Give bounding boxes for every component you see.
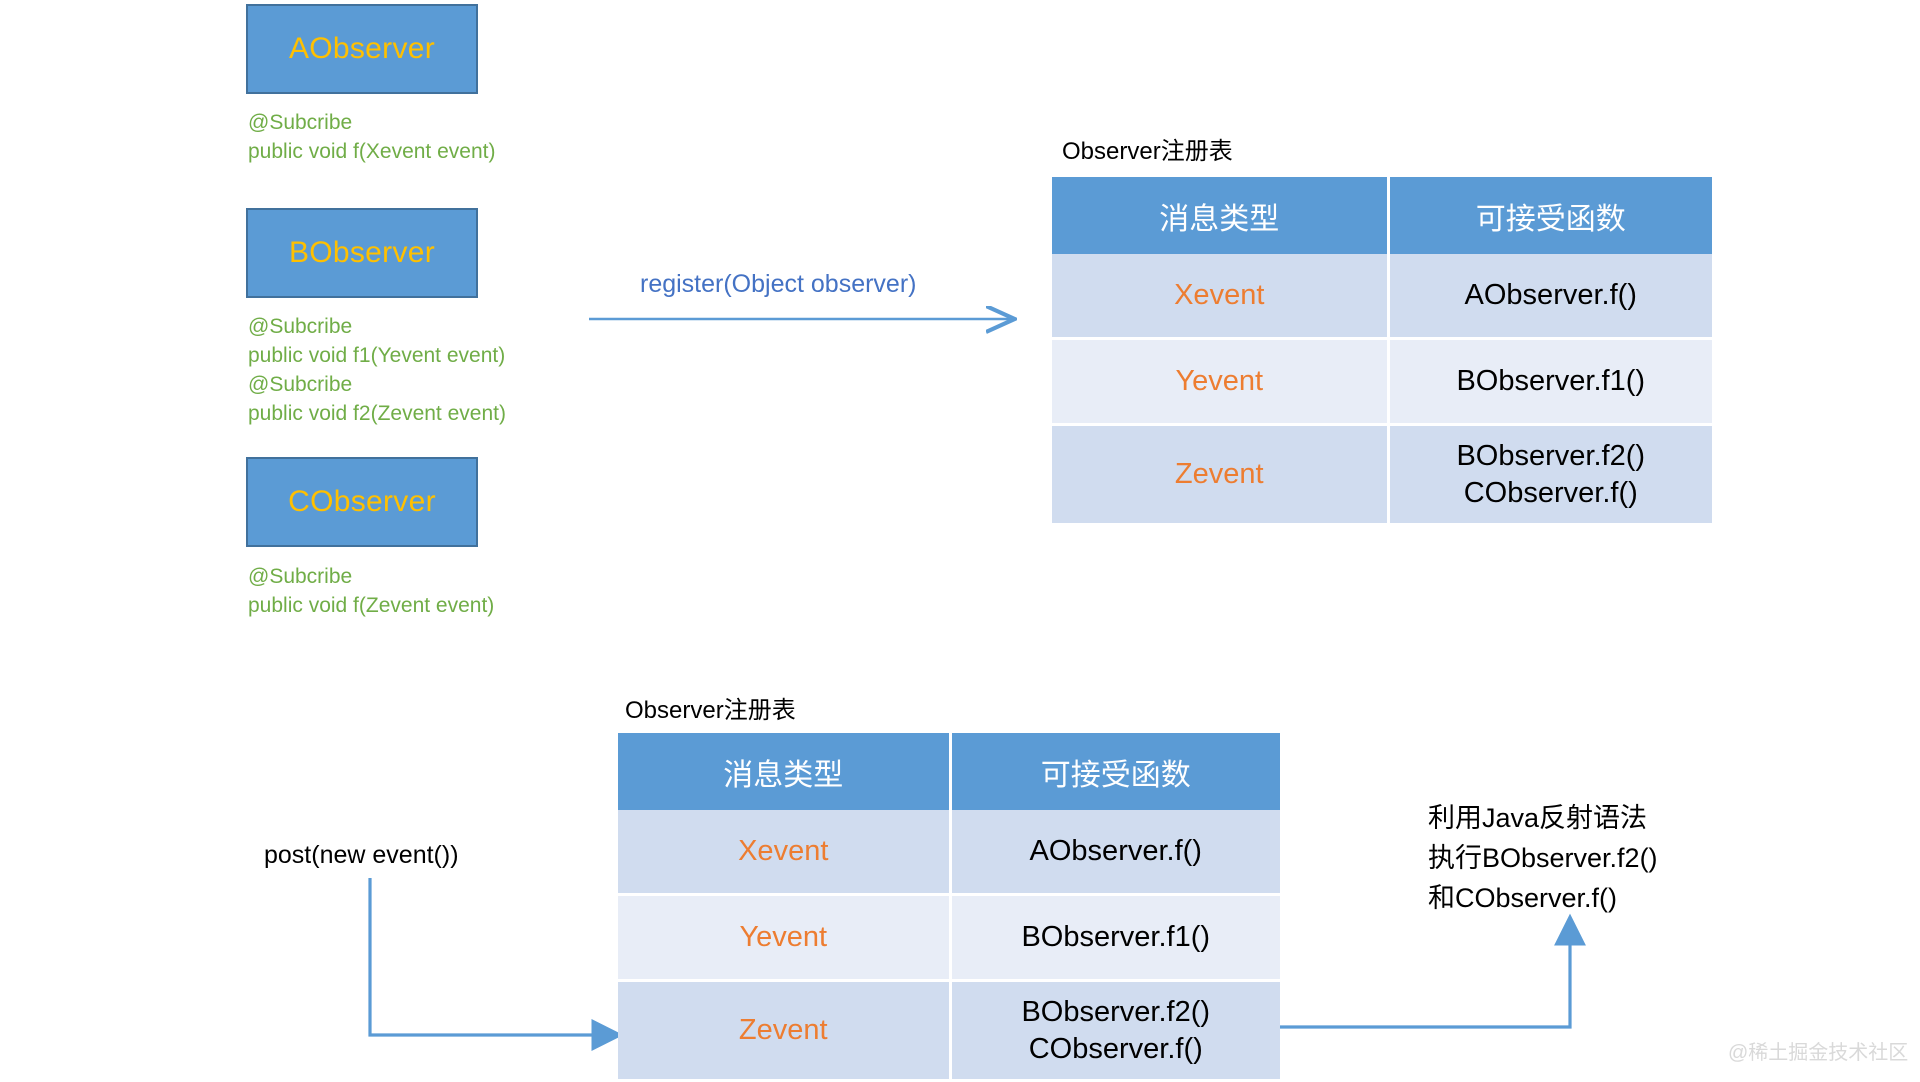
observer-box-cobserver[interactable]: CObserver bbox=[246, 457, 478, 547]
top-row-1-event: Yevent bbox=[1052, 338, 1390, 426]
table-row: Xevent AObserver.f() bbox=[618, 810, 1280, 896]
post-arrow-label: post(new event()) bbox=[264, 841, 459, 869]
table-row: Zevent BObserver.f2() CObserver.f() bbox=[618, 980, 1280, 1082]
table-header-row: 消息类型 可接受函数 bbox=[618, 733, 1280, 810]
bottom-row-1-functions: BObserver.f1() bbox=[950, 894, 1280, 982]
bottom-row-2-functions: BObserver.f2() CObserver.f() bbox=[950, 980, 1280, 1082]
post-arrow bbox=[368, 878, 624, 1051]
bottom-table-header-event: 消息类型 bbox=[618, 733, 952, 810]
bottom-row-1-event: Yevent bbox=[618, 894, 952, 982]
top-row-0-functions: AObserver.f() bbox=[1388, 254, 1712, 340]
observer-box-bobserver[interactable]: BObserver bbox=[246, 208, 478, 298]
watermark: @稀土掘金技术社区 bbox=[1728, 1042, 1909, 1064]
reflection-annotation: 利用Java反射语法 执行BObserver.f2() 和CObserver.f… bbox=[1428, 803, 1658, 913]
bottom-row-0-event: Xevent bbox=[618, 810, 952, 896]
bottom-row-2-event: Zevent bbox=[618, 980, 952, 1082]
observer-code-cobserver: @Subcribe public void f(Zevent event) bbox=[248, 565, 495, 617]
top-row-2-event: Zevent bbox=[1052, 424, 1390, 526]
observer-code-bobserver: @Subcribe public void f1(Yevent event) @… bbox=[248, 315, 506, 425]
table-row: Zevent BObserver.f2() CObserver.f() bbox=[1052, 424, 1712, 526]
observer-box-label: BObserver bbox=[288, 236, 436, 269]
top-row-1-functions: BObserver.f1() bbox=[1388, 338, 1712, 426]
table-row: Yevent BObserver.f1() bbox=[618, 894, 1280, 982]
top-registry-table: 消息类型 可接受函数 Xevent AObserver.f() Yevent B… bbox=[1052, 177, 1712, 526]
top-table-header-function: 可接受函数 bbox=[1388, 177, 1712, 254]
observer-box-label: CObserver bbox=[288, 485, 436, 518]
bottom-table-title: Observer注册表 bbox=[625, 697, 796, 724]
bottom-table-header-function: 可接受函数 bbox=[950, 733, 1280, 810]
observer-code-aobserver: @Subcribe public void f(Xevent event) bbox=[248, 111, 496, 163]
top-table-header-event: 消息类型 bbox=[1052, 177, 1390, 254]
table-row: Yevent BObserver.f1() bbox=[1052, 338, 1712, 426]
table-header-row: 消息类型 可接受函数 bbox=[1052, 177, 1712, 254]
observer-box-label: AObserver bbox=[288, 32, 436, 65]
top-row-0-event: Xevent bbox=[1052, 254, 1390, 340]
top-row-2-functions: BObserver.f2() CObserver.f() bbox=[1388, 424, 1712, 526]
top-table-title: Observer注册表 bbox=[1062, 138, 1233, 165]
bottom-row-0-functions: AObserver.f() bbox=[950, 810, 1280, 896]
observer-box-aobserver[interactable]: AObserver bbox=[246, 4, 478, 94]
bottom-registry-table: 消息类型 可接受函数 Xevent AObserver.f() Yevent B… bbox=[618, 733, 1280, 1082]
table-row: Xevent AObserver.f() bbox=[1052, 254, 1712, 340]
reflection-arrow bbox=[1280, 913, 1586, 1029]
register-arrow-label: register(Object observer) bbox=[640, 270, 917, 298]
